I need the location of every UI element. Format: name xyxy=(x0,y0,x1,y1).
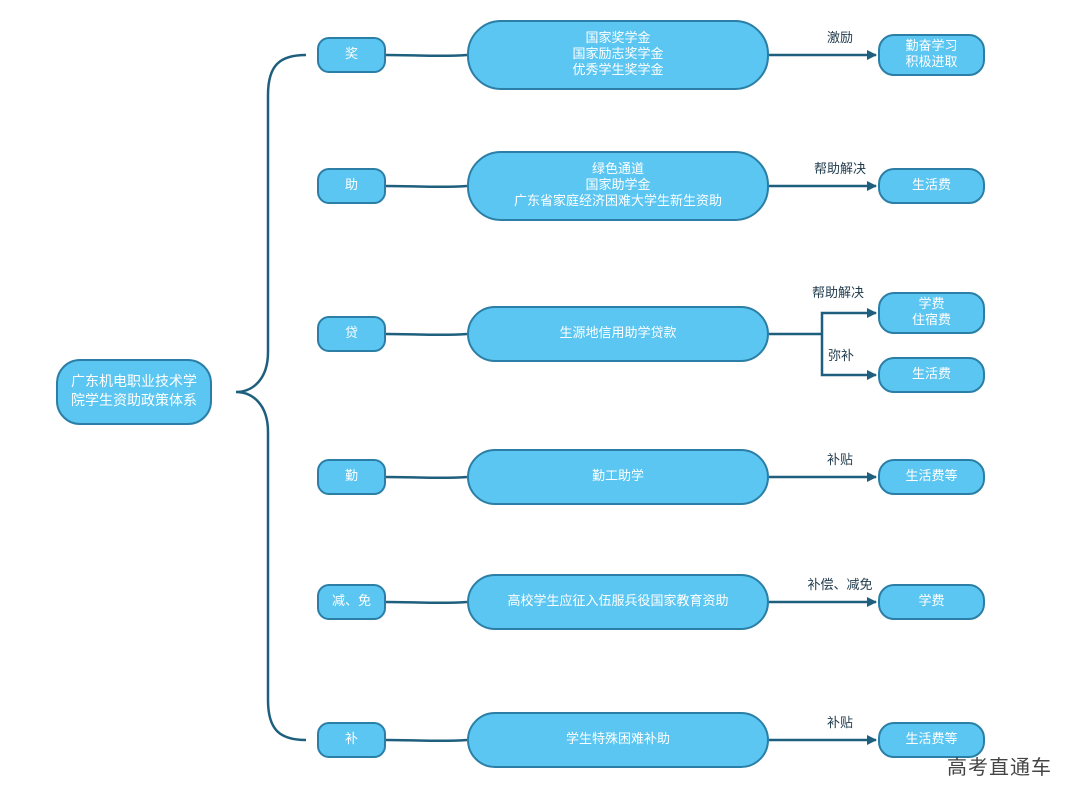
policy-to-outcome-arrow xyxy=(820,308,877,334)
category-node: 奖 xyxy=(317,37,386,73)
root-node: 广东机电职业技术学 院学生资助政策体系 xyxy=(56,359,212,425)
root-brace xyxy=(235,53,307,742)
edge-label: 补贴 xyxy=(826,453,854,468)
category-to-policy-line xyxy=(385,53,468,58)
category-label: 补 xyxy=(344,732,358,747)
root-line: 广东机电职业技术学 xyxy=(71,374,197,390)
policy-node: 高校学生应征入伍服兵役国家教育资助 xyxy=(467,574,769,630)
policy-node-line: 生源地信用助学贷款 xyxy=(559,326,677,341)
outcome-node-line: 学费 xyxy=(918,594,945,609)
outcome-node-line: 积极进取 xyxy=(905,55,958,70)
outcome-node-line: 勤奋学习 xyxy=(905,39,958,54)
outcome-node: 勤奋学习积极进取 xyxy=(878,34,985,76)
policy-node-line: 国家助学金 xyxy=(585,178,651,193)
category-to-policy-line xyxy=(385,184,468,189)
edge-label: 补贴 xyxy=(826,716,854,731)
outcome-node: 生活费 xyxy=(878,357,985,393)
category-node: 勤 xyxy=(317,459,386,495)
category-label: 减、免 xyxy=(331,594,371,609)
outcome-node: 生活费等 xyxy=(878,722,985,758)
category-label: 奖 xyxy=(344,47,358,62)
watermark: 高考直通车 xyxy=(947,755,1052,779)
outcome-node: 学费住宿费 xyxy=(878,292,985,334)
category-to-policy-line xyxy=(385,738,468,743)
outcome-node-line: 学费 xyxy=(918,297,945,312)
outcome-node: 生活费等 xyxy=(878,459,985,495)
policy-node-line: 国家奖学金 xyxy=(585,31,651,46)
edge-label: 帮助解决 xyxy=(813,162,867,177)
category-to-policy-line xyxy=(385,600,468,605)
category-to-policy-line xyxy=(385,475,468,480)
outcome-node-line: 生活费 xyxy=(911,367,951,382)
edge-label: 弥补 xyxy=(827,349,855,364)
edge-label: 激励 xyxy=(826,31,854,46)
policy-node: 学生特殊困难补助 xyxy=(467,712,769,768)
outcome-node-line: 生活费等 xyxy=(905,732,958,747)
outcome-node-line: 住宿费 xyxy=(911,313,951,328)
category-node: 贷 xyxy=(317,316,386,352)
category-node: 助 xyxy=(317,168,386,204)
category-label: 贷 xyxy=(344,326,358,341)
policy-node-line: 高校学生应征入伍服兵役国家教育资助 xyxy=(507,594,729,609)
outcome-node: 生活费 xyxy=(878,168,985,204)
policy-node: 国家奖学金国家励志奖学金优秀学生奖学金 xyxy=(467,20,769,90)
outcome-node-line: 生活费等 xyxy=(905,469,958,484)
category-to-policy-line xyxy=(385,332,468,337)
outcome-node: 学费 xyxy=(878,584,985,620)
category-node: 减、免 xyxy=(317,584,386,620)
category-node: 补 xyxy=(317,722,386,758)
policy-to-outcome-arrow xyxy=(820,334,877,380)
outcome-node-line: 生活费 xyxy=(911,178,951,193)
policy-node-line: 勤工助学 xyxy=(591,469,644,484)
policy-node-line: 学生特殊困难补助 xyxy=(565,732,670,747)
policy-node: 绿色通道国家助学金广东省家庭经济困难大学生新生资助 xyxy=(467,151,769,221)
edge-label: 补偿、减免 xyxy=(807,578,873,593)
policy-node-line: 优秀学生奖学金 xyxy=(572,63,664,78)
policy-node-line: 国家励志奖学金 xyxy=(572,47,664,62)
policy-node-line: 广东省家庭经济困难大学生新生资助 xyxy=(513,194,722,209)
policy-node-line: 绿色通道 xyxy=(591,162,644,177)
category-label: 勤 xyxy=(344,469,358,484)
category-label: 助 xyxy=(344,178,358,193)
edge-label: 帮助解决 xyxy=(811,286,865,301)
root-line: 院学生资助政策体系 xyxy=(71,393,197,409)
policy-node: 生源地信用助学贷款 xyxy=(467,306,769,362)
policy-node: 勤工助学 xyxy=(467,449,769,505)
